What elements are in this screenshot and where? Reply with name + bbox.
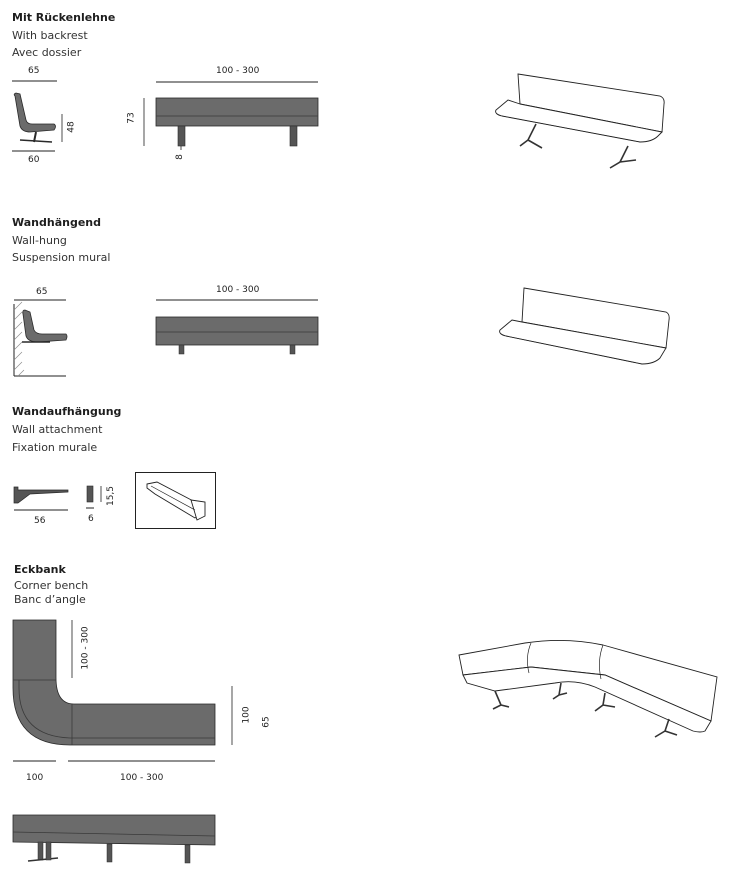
bracket-front-view — [86, 485, 102, 509]
side-view-wallhung — [13, 299, 68, 377]
dim-corner-width: 100 — [26, 773, 44, 783]
dim-corner-right-seat: 65 — [261, 716, 272, 728]
section-title-backrest: Mit Rückenlehne — [12, 11, 116, 24]
dim-leg: 8 — [174, 154, 185, 160]
section-subtitle-fr-wallhung: Suspension mural — [12, 251, 111, 264]
section-title-wallhung: Wandhängend — [12, 216, 101, 229]
dim-corner-right-depth: 100 — [241, 706, 252, 724]
corner-plan-view — [12, 619, 233, 762]
bracket-side-view — [13, 486, 69, 511]
section-subtitle-en-wallhung: Wall-hung — [12, 234, 67, 247]
front-view-wallhung — [155, 299, 319, 355]
dim-seat-height: 48 — [66, 121, 77, 133]
bracket-perspective — [135, 472, 216, 529]
perspective-corner — [458, 639, 718, 738]
section-subtitle-fr-corner: Banc d’angle — [14, 593, 86, 606]
dim-depth-top: 65 — [28, 66, 40, 76]
side-view-backrest — [12, 80, 63, 152]
section-subtitle-en-corner: Corner bench — [14, 579, 89, 592]
section-subtitle-en-wallattach: Wall attachment — [12, 423, 103, 436]
section-subtitle-en-backrest: With backrest — [12, 29, 88, 42]
section-title-corner: Eckbank — [14, 563, 66, 576]
corner-front-view — [12, 814, 216, 864]
section-subtitle-fr-wallattach: Fixation murale — [12, 441, 98, 454]
dim-bracket-height: 15,5 — [106, 485, 117, 507]
dim-corner-bottom-width: 100 - 300 — [120, 773, 164, 783]
front-view-backrest — [143, 81, 319, 150]
dim-bracket-length: 56 — [34, 516, 46, 526]
dim-bracket-thickness: 6 — [88, 514, 94, 524]
perspective-wallhung — [499, 287, 670, 365]
perspective-backrest — [495, 73, 665, 169]
section-title-wallattach: Wandaufhängung — [12, 405, 122, 418]
dim-total-height: 73 — [126, 112, 137, 124]
dim-depth-bottom: 60 — [28, 155, 40, 165]
dim-width-backrest: 100 - 300 — [216, 66, 260, 76]
section-subtitle-fr-backrest: Avec dossier — [12, 46, 82, 59]
dim-depth-wallhung: 65 — [36, 287, 48, 297]
dim-width-wallhung: 100 - 300 — [216, 285, 260, 295]
dim-corner-arm-length: 100 - 300 — [80, 626, 91, 670]
